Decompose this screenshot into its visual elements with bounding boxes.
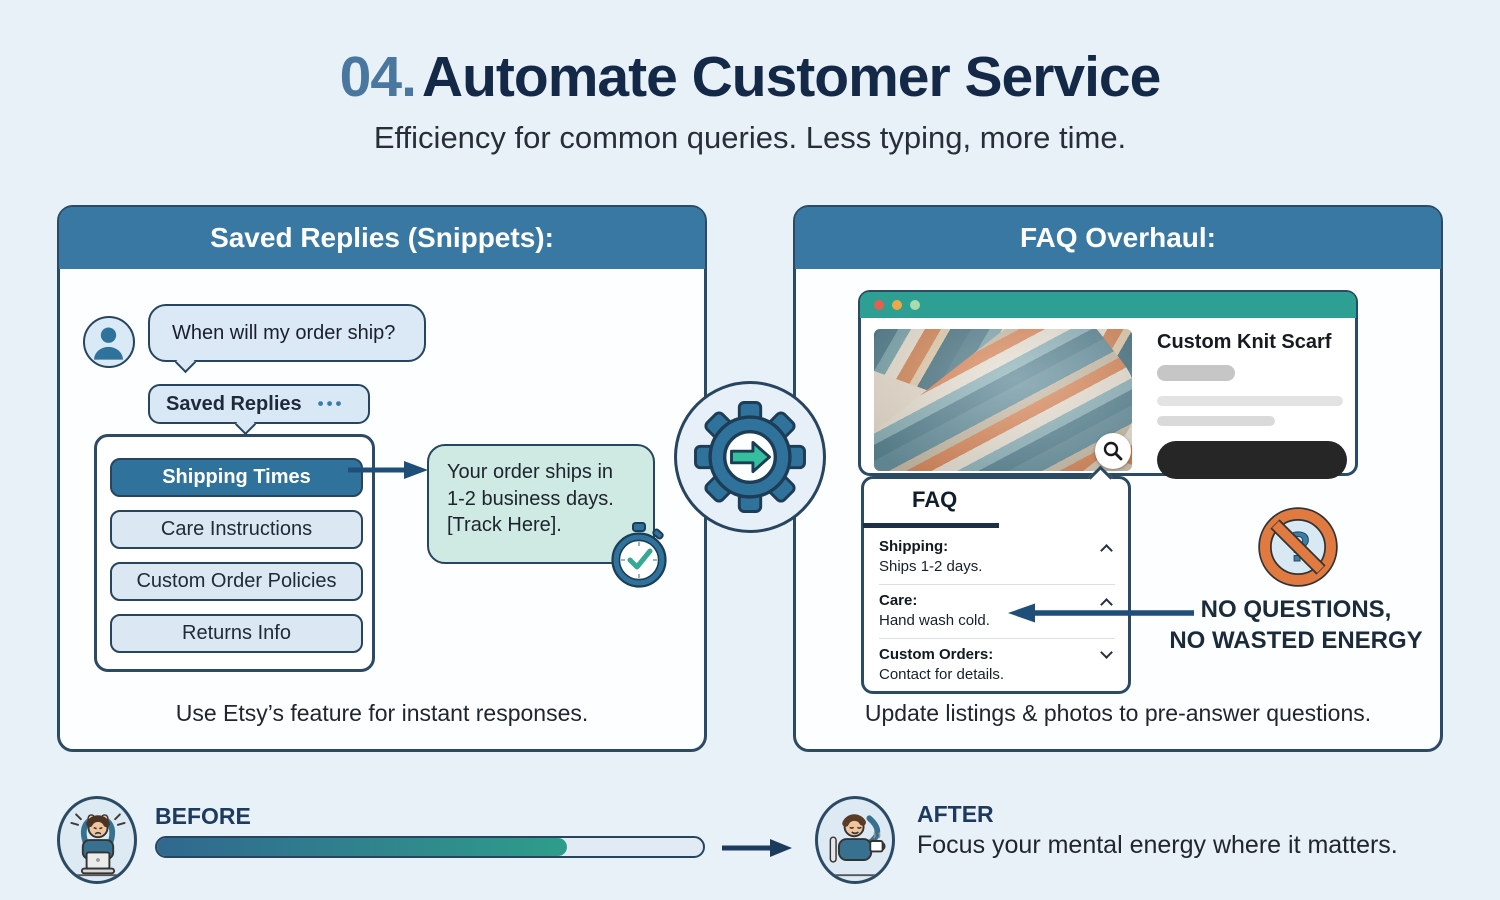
faq-item-label: Custom Orders:: [879, 646, 994, 663]
add-to-cart-button[interactable]: [1157, 441, 1347, 479]
person-icon: [94, 327, 123, 360]
snippet-option-custom-order-policies[interactable]: Custom Order Policies: [110, 562, 363, 601]
before-label: BEFORE: [155, 803, 251, 829]
product-title: Custom Knit Scarf: [1157, 331, 1332, 353]
saved-replies-panel: Saved Replies (Snippets): When will my o…: [57, 205, 707, 752]
window-minimize-dot[interactable]: [892, 300, 902, 310]
faq-item-label: Shipping:: [879, 538, 949, 555]
callout-line-1: NO QUESTIONS,: [1200, 596, 1392, 623]
stressed-person-icon: [70, 813, 126, 877]
faq-item-care[interactable]: Care: Hand wash cold.: [879, 584, 1115, 638]
ellipsis-icon[interactable]: •••: [317, 394, 345, 413]
customer-question-text: When will my order ship?: [172, 321, 396, 344]
window-close-dot[interactable]: [874, 300, 884, 310]
customer-avatar: [83, 316, 135, 368]
before-avatar: [57, 796, 137, 884]
faq-item-custom-orders[interactable]: Custom Orders: Contact for details.: [879, 638, 1115, 692]
faq-heading: FAQ: [912, 487, 958, 512]
faq-item-label: Care:: [879, 592, 918, 609]
faq-item-shipping[interactable]: Shipping: Ships 1-2 days.: [879, 531, 1115, 584]
snippet-option-returns-info[interactable]: Returns Info: [110, 614, 363, 653]
faq-list: Shipping: Ships 1-2 days. Care: Hand was…: [879, 531, 1115, 692]
stopwatch-icon: [611, 522, 667, 588]
window-maximize-dot[interactable]: [910, 300, 920, 310]
callout-to-faq-arrow-icon: [1008, 603, 1194, 623]
no-questions-callout: NO QUESTIONS, NO WASTED ENERGY: [1146, 594, 1446, 656]
page-title-text: Automate Customer Service: [421, 45, 1161, 109]
faq-heading-underline: [863, 523, 999, 528]
saved-replies-menu[interactable]: Saved Replies •••: [148, 384, 370, 435]
relaxed-person-icon: [829, 814, 886, 877]
bubble-tail: [234, 413, 257, 435]
zoom-photo-button[interactable]: [1095, 433, 1131, 469]
faq-item-answer: Contact for details.: [879, 665, 1005, 683]
text-placeholder-line: [1157, 396, 1343, 406]
auto-reply-bubble: Your order ships in 1-2 business days. […: [427, 444, 655, 564]
snippet-dropdown: Shipping Times Care Instructions Custom …: [94, 434, 375, 672]
text-placeholder-line: [1157, 416, 1275, 426]
page-header: 04.Automate Customer Service Efficiency …: [0, 44, 1500, 156]
after-description: Focus your mental energy where it matter…: [917, 831, 1398, 859]
after-label: AFTER: [917, 801, 994, 827]
magnifier-icon: [1103, 441, 1123, 461]
page-title: 04.Automate Customer Service: [0, 44, 1500, 110]
snippet-option-shipping-times[interactable]: Shipping Times: [110, 458, 363, 497]
product-info: Custom Knit Scarf: [1157, 331, 1349, 484]
effort-progress-bar: [155, 836, 705, 858]
progress-fill: [157, 838, 567, 856]
step-number: 04.: [339, 45, 417, 109]
saved-replies-panel-title: Saved Replies (Snippets):: [59, 207, 705, 269]
left-panel-caption: Use Etsy’s feature for instant responses…: [175, 700, 589, 726]
snippet-option-care-instructions[interactable]: Care Instructions: [110, 510, 363, 549]
gear-arrow-icon: [694, 401, 806, 513]
faq-item-answer: Ships 1-2 days.: [879, 557, 983, 575]
faq-item-answer: Hand wash cold.: [879, 611, 990, 629]
automation-gear-badge: [674, 381, 826, 533]
price-placeholder: [1157, 365, 1235, 381]
snippet-to-reply-arrow-icon: [348, 461, 428, 479]
before-after-arrow-icon: [722, 839, 792, 857]
saved-replies-menu-label: Saved Replies: [166, 392, 302, 415]
listing-browser-window: Custom Knit Scarf: [858, 290, 1358, 479]
customer-question-bubble: When will my order ship?: [148, 304, 426, 373]
right-panel-caption: Update listings & photos to pre-answer q…: [864, 700, 1372, 726]
faq-popup: FAQ Shipping: Ships 1-2 days. Care: Hand…: [861, 464, 1131, 694]
faq-panel-title: FAQ Overhaul:: [795, 207, 1441, 269]
page-subtitle: Efficiency for common queries. Less typi…: [373, 120, 1127, 155]
no-questions-icon: ?: [1258, 507, 1338, 587]
bubble-tail: [174, 351, 197, 373]
callout-line-2: NO WASTED ENERGY: [1169, 627, 1423, 655]
faq-overhaul-panel: FAQ Overhaul: Custom Knit Scarf: [793, 205, 1443, 752]
browser-title-bar: [860, 292, 1356, 318]
after-avatar: [815, 796, 895, 884]
product-photo-knit-scarf: [874, 329, 1132, 471]
